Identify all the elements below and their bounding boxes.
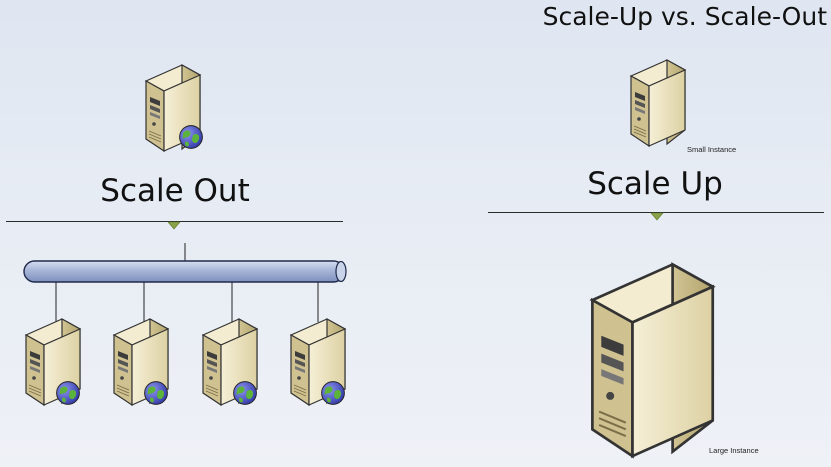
small-instance-label: Small Instance: [687, 145, 737, 154]
scale-up-divider: [488, 212, 824, 213]
scale-up-connector-icon: [650, 212, 664, 221]
small-instance-server-icon: [630, 59, 686, 147]
scale-up-heading: Scale Up: [587, 166, 723, 202]
diagram-title: Scale-Up vs. Scale-Out: [542, 2, 827, 31]
scale-out-server-2-icon: [113, 318, 169, 406]
large-instance-label: Large Instance: [709, 446, 759, 455]
scale-out-server-1-icon: [25, 318, 81, 406]
scale-out-divider: [6, 221, 343, 222]
large-instance-server-icon: [591, 263, 715, 458]
scale-out-server-4-icon: [290, 318, 346, 406]
scale-out-server-3-icon: [202, 318, 258, 406]
scale-out-heading: Scale Out: [100, 173, 250, 209]
